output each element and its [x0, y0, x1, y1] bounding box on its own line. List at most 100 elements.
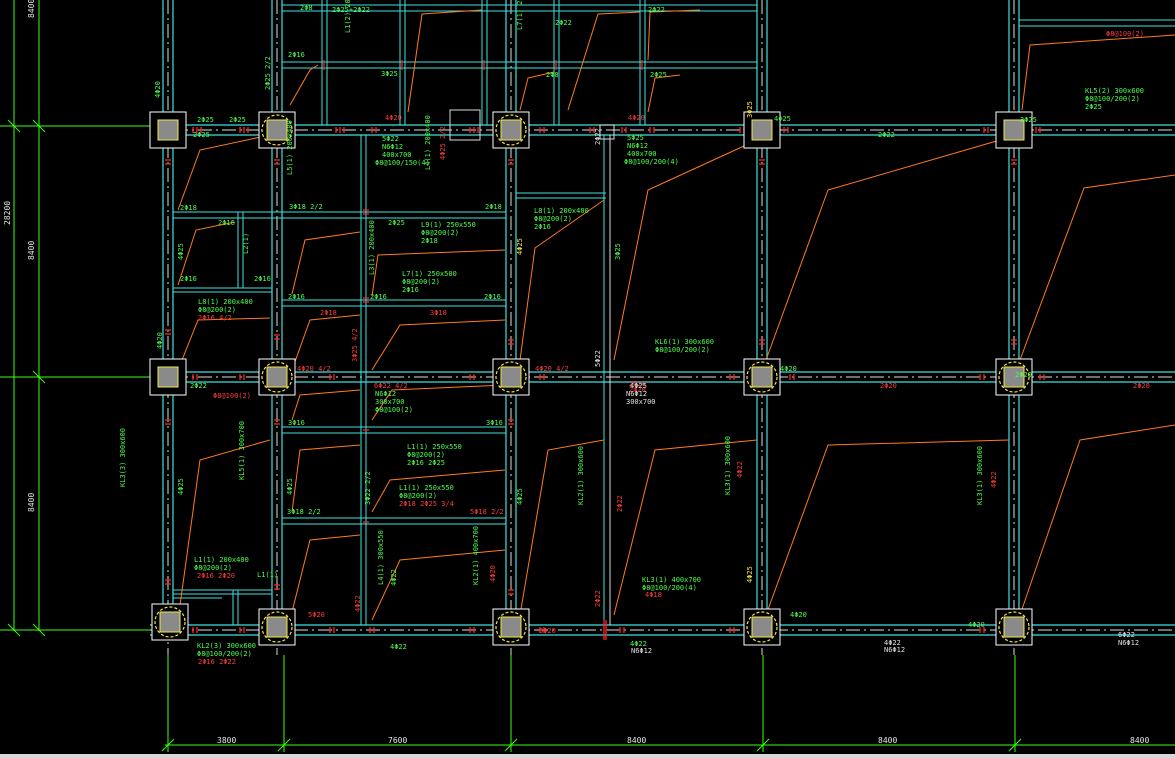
section-annotation-4: N6Φ12: [884, 646, 905, 654]
beam-annotation-5: 2Φ8: [300, 4, 313, 12]
rebar-annotation-26: 2Φ16 2Φ22: [198, 658, 236, 666]
column-9: [743, 358, 781, 396]
beam-annotation-55: L8(1) 200x400: [198, 298, 253, 306]
rebar-annotation-21: 5Φ18 2/2: [470, 508, 504, 516]
rebar-annotation-19: 4Φ20: [489, 565, 497, 582]
beam-annotation-31: L5(1) 200x400: [286, 120, 294, 175]
beam-annotation-90: Φ8@100/200(4): [642, 584, 697, 592]
beam-annotation-30: Φ8@100/200(4): [624, 158, 679, 166]
beam-annotation-74: KL5(1) 300x700: [238, 421, 246, 480]
beam-annotation-35: 2Φ16: [254, 275, 271, 283]
beam-annotation-79: KL3(1) 300x600: [976, 446, 984, 505]
beam-annotation-19: 3Φ25: [1020, 116, 1037, 124]
beam-annotation-93: KL2(3) 300x600: [197, 642, 256, 650]
beam-annotation-23: N6Φ12: [382, 143, 403, 151]
beam-annotation-61: 4Φ20: [780, 365, 797, 373]
beam-annotation-1: L1(2) 200x400: [344, 0, 352, 33]
beam-annotation-89: KL3(1) 400x700: [642, 576, 701, 584]
rebar-annotation-29: 4Φ22: [354, 595, 362, 612]
beam-annotation-77: KL2(1) 300x600: [577, 446, 585, 505]
beam-annotation-75: 4Φ25: [177, 478, 185, 495]
beam-annotation-18: 2Φ25: [1085, 103, 1102, 111]
beam-annotation-80: 4Φ25: [516, 488, 524, 505]
rebar-annotation-4: 4Φ25 2/2: [439, 126, 447, 160]
rebar-annotation-11: Φ8@100(2): [213, 392, 251, 400]
column-3: [492, 111, 530, 149]
rebar-annotation-6: 2Φ18: [320, 309, 337, 317]
dim-left-bottom: 8400: [27, 493, 36, 512]
status-bar-strip: [0, 754, 1175, 758]
beam-annotation-88: KL2(1) 400x700: [472, 526, 480, 585]
section-annotation-8: N6Φ12: [631, 647, 652, 655]
beam-annotation-76: 4Φ25: [286, 478, 294, 495]
misc-outlines: [449, 109, 615, 625]
beam-annotation-70: 2Φ16 2Φ25: [407, 459, 445, 467]
beam-annotation-85: L1(1): [257, 571, 278, 579]
column-8: [492, 358, 530, 396]
beam-annotation-53: 2Φ16: [370, 293, 387, 301]
beam-annotation-38: 2Φ25: [388, 219, 405, 227]
beam-annotation-40: Φ8@200(2): [421, 229, 459, 237]
beam-annotation-13: 2Φ25: [193, 131, 210, 139]
beam-annotation-65: Φ8@100(2): [375, 406, 413, 414]
beam-annotation-87: 4Φ22: [390, 569, 398, 586]
column-rebar-annotation-3: 3Φ25: [746, 101, 754, 118]
beam-annotation-39: L9(1) 250x550: [421, 221, 476, 229]
rebar-annotation-16: 2Φ20: [1133, 382, 1150, 390]
rebar-annotation-13: 2Φ20: [629, 380, 646, 388]
column-rebar-annotation-1: 4Φ25: [516, 238, 524, 255]
column-4: [743, 111, 781, 149]
beam-annotation-69: Φ8@200(2): [407, 451, 445, 459]
column-1: [149, 111, 187, 149]
red-annotations: Φ8@100(2) 4Φ20 4Φ20 4Φ25 2/2 2Φ16 4/2 2Φ18 3Φ1…: [197, 30, 1150, 666]
grid-centerlines: [150, 0, 1175, 655]
dim-bottom-span-5: 8400: [1130, 736, 1149, 745]
column-rebar-annotation-2: 4Φ25: [746, 566, 754, 583]
beam-annotation-32: 2Φ18: [180, 204, 197, 212]
section-annotation-1: 4Φ25: [630, 382, 647, 390]
rebar-annotation-9: 4Φ20 4/2: [297, 365, 331, 373]
beam-annotation-66: 3Φ16: [288, 419, 305, 427]
beam-annotation-34: L2(1): [242, 233, 250, 254]
beam-annotation-82: 3Φ22 2/2: [364, 471, 372, 505]
rebar-annotation-14: 2Φ20: [629, 386, 646, 394]
column-2: [258, 111, 296, 149]
beam-annotation-95: 4Φ22: [390, 643, 407, 651]
dim-left-top: 8400: [27, 241, 36, 260]
column-7: [258, 358, 296, 396]
beam-annotation-42: 3Φ18 2/2: [289, 203, 323, 211]
rebar-annotation-1: Φ8@100(2): [1106, 30, 1144, 38]
beam-annotation-46: 2Φ16: [534, 223, 551, 231]
leader-lines: [177, 9, 1175, 621]
beam-annotation-28: N6Φ12: [627, 142, 648, 150]
beam-annotation-71: L1(1) 250x550: [399, 484, 454, 492]
beam-annotation-54: 2Φ16: [484, 293, 501, 301]
beam-annotation-58: 2Φ22: [190, 382, 207, 390]
beam-annotation-9: 2Φ25: [650, 71, 667, 79]
beam-annotation-52: 2Φ16: [288, 293, 305, 301]
rebar-annotation-5: 2Φ16 4/2: [198, 314, 232, 322]
dim-bottom-span-3: 8400: [627, 736, 646, 745]
column-6: [149, 358, 187, 396]
beam-annotation-7: 2Φ16: [288, 51, 305, 59]
rebar-annotation-23: 2Φ22: [616, 495, 624, 512]
rebar-annotation-20: 2Φ18 2Φ25 3/4: [399, 500, 454, 508]
beam-annotation-16: KL5(2) 300x600: [1085, 87, 1144, 95]
rebar-annotation-27: 5Φ20: [308, 611, 325, 619]
rebar-annotation-2: 4Φ20: [385, 114, 402, 122]
dim-left-total: 28200: [3, 201, 12, 225]
beam-annotation-92: 4Φ20: [968, 621, 985, 629]
column-13: [492, 608, 530, 646]
beam-annotation-27: 5Φ25: [627, 134, 644, 142]
beam-annotation-56: Φ8@200(2): [198, 306, 236, 314]
rebar-annotation-25: 2Φ22: [594, 590, 602, 607]
left-dimension-lines: [0, 0, 160, 637]
beam-annotation-26: L4(1) 200x400: [424, 115, 432, 170]
beam-annotation-60: Φ8@100/200(2): [655, 346, 710, 354]
rebar-marks: [165, 60, 1045, 640]
main-beams: [150, 0, 1175, 640]
column-12: [258, 608, 296, 646]
beam-annotation-83: L1(1) 200x400: [194, 556, 249, 564]
